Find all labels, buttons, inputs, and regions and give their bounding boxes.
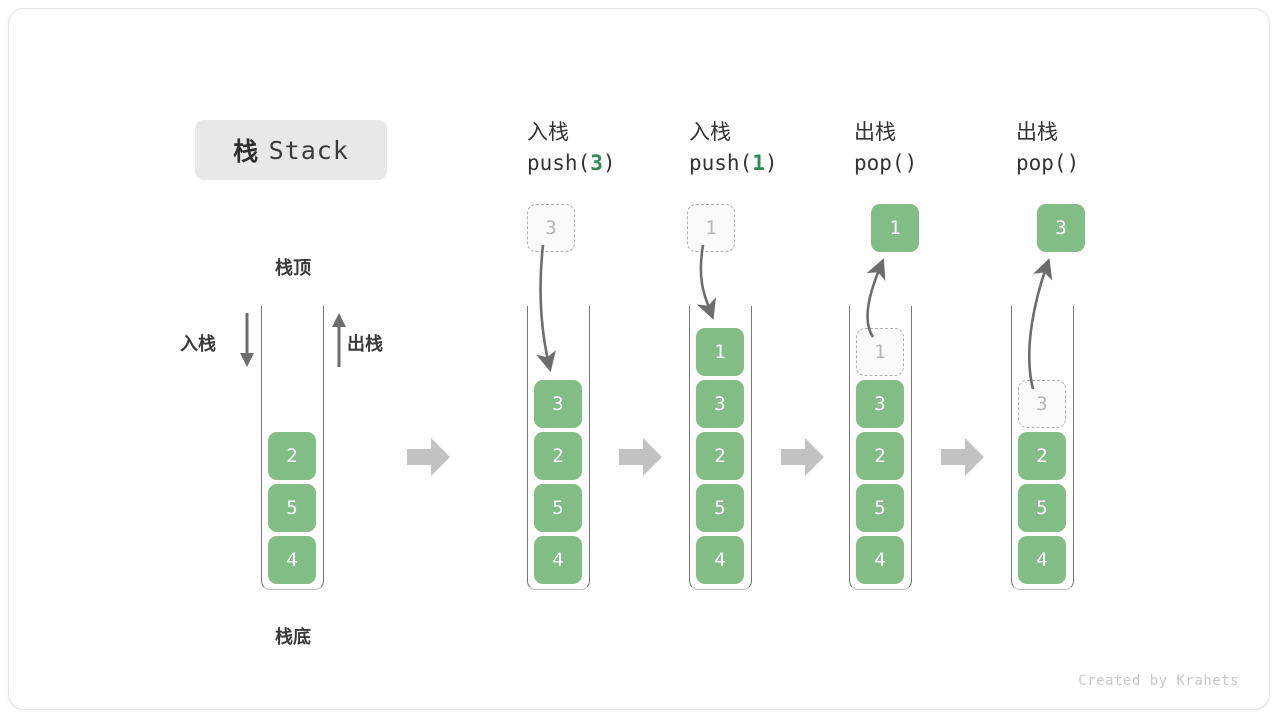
push-direction-arrow-icon <box>240 313 254 367</box>
pop-label: 出栈 <box>347 334 383 355</box>
step-header-pop1: 出栈 pop() <box>854 120 918 175</box>
floating-value-push3: 3 <box>527 204 575 252</box>
flow-arrow-icon <box>407 438 450 476</box>
stack-cell: 1 <box>696 328 744 376</box>
motion-arrow-push1 <box>696 244 716 320</box>
stack-cell-removed: 1 <box>856 328 904 376</box>
flow-arrow-icon <box>619 438 662 476</box>
stack-cell: 4 <box>856 536 904 584</box>
credit-text: Created by Krahets <box>1078 673 1239 689</box>
floating-value-push1: 1 <box>687 204 735 252</box>
step-header-pop3: 出栈 pop() <box>1016 120 1080 175</box>
stack-cell: 2 <box>1018 432 1066 480</box>
push-label: 入栈 <box>180 334 216 355</box>
stack-cell: 2 <box>696 432 744 480</box>
stack-top-label: 栈顶 <box>275 258 311 279</box>
stack-cell: 3 <box>696 380 744 428</box>
stack-bottom-label: 栈底 <box>275 627 311 648</box>
stack-cell: 2 <box>856 432 904 480</box>
step-header-push3: 入栈 push(3) <box>527 120 616 175</box>
flow-arrow-icon <box>781 438 824 476</box>
stack-cell: 5 <box>534 484 582 532</box>
stack-cell-removed: 3 <box>1018 380 1066 428</box>
stack-cell: 5 <box>1018 484 1066 532</box>
diagram-card: 栈 Stack 栈顶 栈底 入栈 出栈 2 5 4 入栈 push(3) 3 3… <box>8 8 1270 710</box>
stack-cell: 4 <box>534 536 582 584</box>
title-badge: 栈 Stack <box>195 120 387 180</box>
title-en: Stack <box>268 135 349 165</box>
stack-cell: 3 <box>534 380 582 428</box>
stack-cell: 2 <box>534 432 582 480</box>
stack-cell: 3 <box>856 380 904 428</box>
stack-cell: 2 <box>268 432 316 480</box>
pop-direction-arrow-icon <box>332 313 346 367</box>
step-header-push1: 入栈 push(1) <box>689 120 778 175</box>
stack-cell: 4 <box>268 536 316 584</box>
stack-cell: 4 <box>1018 536 1066 584</box>
stack-cell: 5 <box>856 484 904 532</box>
floating-value-pop1: 1 <box>871 204 919 252</box>
flow-arrow-icon <box>941 438 984 476</box>
stack-cell: 5 <box>696 484 744 532</box>
stack-cell: 4 <box>696 536 744 584</box>
stack-cell: 5 <box>268 484 316 532</box>
floating-value-pop3: 3 <box>1037 204 1085 252</box>
title-cn: 栈 <box>233 137 259 166</box>
